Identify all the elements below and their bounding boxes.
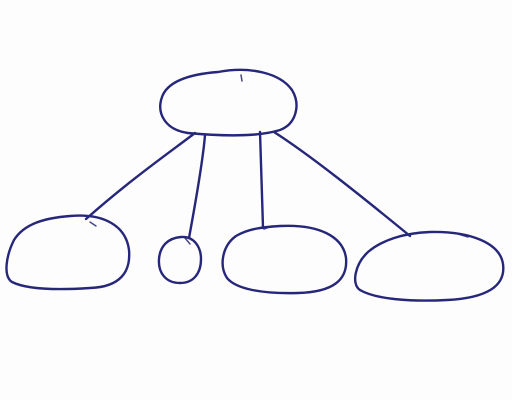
child-node-1 [5, 214, 131, 291]
child-node-4 [353, 230, 505, 302]
connectors [84, 130, 412, 240]
child-node-1-tick [89, 221, 97, 227]
child-node-2-outline [157, 235, 203, 285]
child-node-3-outline [221, 224, 348, 295]
edge-root-child-1 [84, 131, 197, 221]
child-node-3-tick [263, 225, 273, 230]
root-node-tick [240, 74, 243, 82]
child-node-4-outline [353, 230, 505, 302]
root-node-outline [159, 68, 298, 137]
edge-root-child-3 [258, 130, 265, 230]
child-node-2-tick [184, 237, 191, 245]
child-node-1-outline [5, 214, 131, 291]
child-node-3 [221, 224, 348, 295]
edge-root-child-4 [272, 130, 412, 238]
root-node [159, 68, 298, 137]
child-node-2 [157, 235, 203, 285]
child-node-4-tick [457, 233, 469, 238]
edge-root-child-2 [187, 133, 207, 240]
